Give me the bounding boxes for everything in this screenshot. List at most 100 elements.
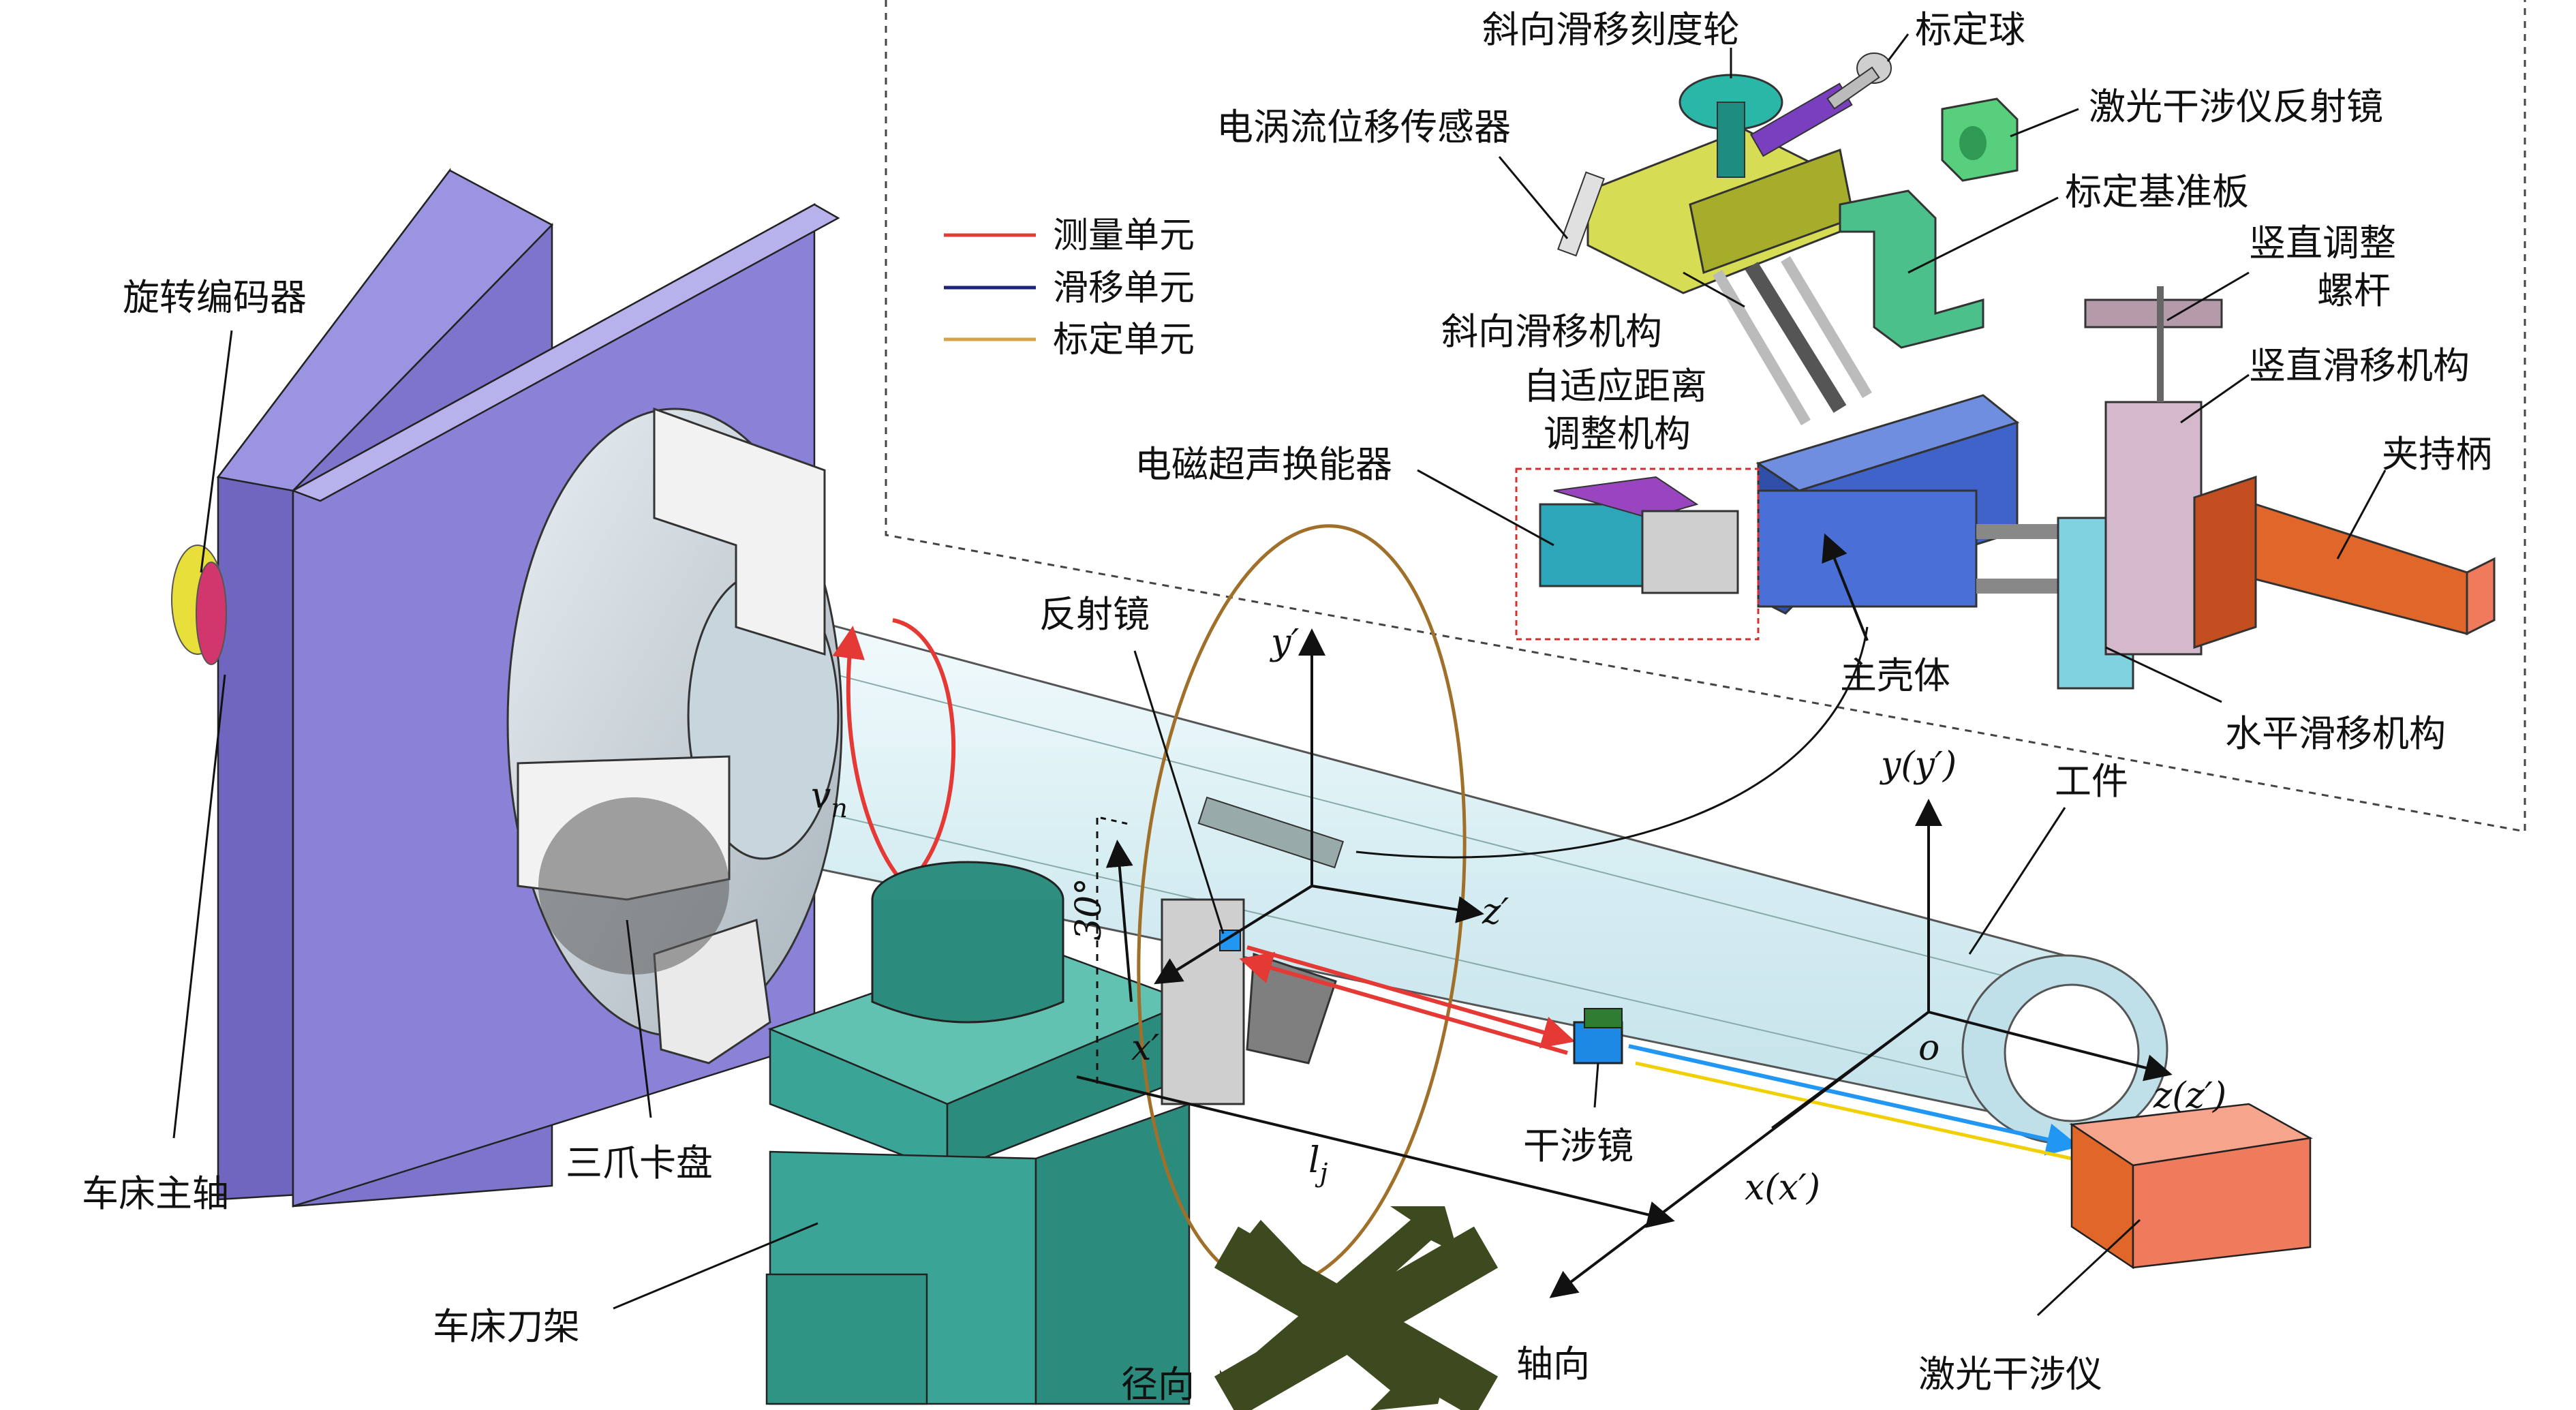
z-prime-label: z′ — [1482, 891, 1509, 932]
leader-spindle — [172, 674, 226, 1139]
label-vertical-screw-1: 竖直调整 — [2249, 221, 2396, 264]
adaptive-arm — [1553, 476, 1699, 519]
workpiece-body — [736, 600, 2085, 1131]
guide-rod-1 — [1713, 269, 1811, 426]
label-adaptive-2: 调整机构 — [1544, 412, 1691, 455]
y-prime-label: y′ — [1270, 622, 1299, 663]
label-vertical-slide: 竖直滑移机构 — [2249, 344, 2470, 387]
leader-laser — [2036, 1219, 2141, 1317]
direction-arrows — [1214, 1206, 1499, 1410]
leader-emat — [1417, 469, 1554, 547]
clamp-handle-end — [2466, 557, 2496, 636]
leader-vertical-slide — [2180, 373, 2250, 424]
label-calib-ball: 标定球 — [1915, 8, 2025, 51]
laser-box-side — [2132, 1137, 2312, 1269]
z-zp-axis — [1928, 1011, 2173, 1082]
adaptive-box — [1515, 468, 1760, 641]
guide-rod-2 — [1781, 256, 1872, 399]
laser-reflector-hole — [1959, 126, 1987, 160]
inset-link-curve — [1355, 626, 1869, 859]
label-oblique-dial: 斜向滑移刻度轮 — [1482, 8, 1740, 51]
label-emat: 电磁超声换能器 — [1135, 443, 1392, 486]
leader-vertical-screw — [2166, 271, 2250, 322]
radial-arrow-shaft — [1214, 1226, 1499, 1410]
eddy-sensor-rod — [1557, 171, 1605, 257]
slide-rod — [1197, 796, 1345, 869]
leader-clamp — [2336, 470, 2387, 560]
three-jaw-chuck — [506, 407, 843, 1064]
label-horizontal-slide: 水平滑移机构 — [2225, 712, 2446, 755]
main-housing-block — [1757, 489, 1978, 608]
local-axes: y′ z′ x′ 30° lj — [1069, 622, 1675, 1228]
leader-mirror — [1593, 1062, 1599, 1108]
adaptive-body — [1641, 510, 1739, 594]
inset-frame — [885, 0, 2526, 833]
label-lathe-spindle: 车床主轴 — [82, 1172, 229, 1215]
workpiece-end-inner — [2004, 983, 2140, 1122]
vertical-slide-block — [2104, 401, 2203, 656]
clamp-handle-base — [2193, 475, 2257, 649]
legend: 测量单元 滑移单元 标定单元 — [944, 215, 1195, 361]
lj-dimension — [1076, 1075, 1675, 1228]
v-n-label: vn — [811, 776, 848, 823]
leader-eddy — [1498, 156, 1569, 239]
laser-beam-blue — [1628, 1044, 2080, 1156]
x-prime-axis — [1154, 885, 1313, 985]
z-zp-label: z(z′) — [2153, 1075, 2226, 1116]
leader-calib-plate — [1907, 196, 2059, 274]
workpiece-cylinder — [735, 598, 2168, 1145]
main-housing-arrow — [1822, 533, 1869, 641]
label-reflector: 反射镜 — [1039, 593, 1150, 636]
front-plate-top — [291, 203, 840, 502]
interferometer-mirror — [1573, 1021, 1623, 1064]
tool-post-cap — [871, 900, 1064, 1024]
label-eddy-sensor: 电涡流位移传感器 — [1216, 106, 1511, 149]
leader-reflector — [1133, 650, 1225, 934]
tool-post-lower-side — [1034, 1103, 1191, 1405]
angle-label: 30° — [1069, 878, 1109, 940]
clamp-handle-bar — [2254, 502, 2468, 635]
workpiece-edge-top — [735, 598, 2086, 962]
label-laser-reflector: 激光干涉仪反射镜 — [2089, 85, 2383, 128]
laser-beam-red-1 — [1246, 945, 1576, 1049]
angle-arrow — [1105, 840, 1133, 1002]
label-interferometer-mirror: 干涉镜 — [1523, 1124, 1634, 1167]
workpiece-inner-top — [756, 654, 2052, 989]
emat-block — [1539, 503, 1651, 587]
label-tool-post: 车床刀架 — [433, 1305, 580, 1348]
angle-ref-line — [1100, 816, 1132, 826]
label-rotary-encoder: 旋转编码器 — [123, 276, 307, 319]
legend-label-measure: 测量单元 — [1053, 215, 1195, 256]
laser-interferometer — [2069, 1103, 2313, 1270]
oblique-dial-stem — [1717, 102, 1745, 178]
guide-screw — [1745, 262, 1847, 413]
lj-label: lj — [1308, 1140, 1328, 1188]
label-calib-plate: 标定基准板 — [2065, 170, 2249, 213]
label-radial: 径向 — [1121, 1363, 1195, 1406]
chuck-rim-dark — [538, 797, 729, 975]
x-axis-extension — [1771, 1011, 1929, 1129]
laser-beam-yellow — [1635, 1061, 2072, 1161]
x-xp-label: x(x′) — [1745, 1167, 1820, 1208]
z-prime-axis — [1311, 885, 1484, 923]
lathe-tool-post — [765, 861, 1192, 1405]
legend-label-calib: 标定单元 — [1053, 320, 1195, 361]
inset-assembly — [1515, 52, 2496, 690]
calibration-ball-stem — [1826, 66, 1880, 110]
label-laser-interferometer: 激光干涉仪 — [1918, 1353, 2102, 1396]
label-clamp-handle: 夹持柄 — [2382, 433, 2492, 476]
origin-label: o — [1918, 1028, 1939, 1069]
global-axes: y(y′) z(z′) x(x′) o — [1549, 745, 2226, 1298]
x-prime-label: x′ — [1131, 1028, 1159, 1069]
label-adaptive-1: 自适应距离 — [1523, 365, 1707, 408]
leader-chuck — [626, 919, 652, 1118]
leader-lines — [172, 33, 2387, 1317]
label-oblique-slide: 斜向滑移机构 — [1441, 310, 1662, 353]
label-axial: 轴向 — [1516, 1343, 1590, 1385]
interferometer-mirror-top — [1584, 1008, 1623, 1028]
leader-calib-ball — [1886, 33, 1910, 62]
tool-post-knob — [765, 1273, 928, 1405]
calib-plate — [1839, 189, 1984, 349]
